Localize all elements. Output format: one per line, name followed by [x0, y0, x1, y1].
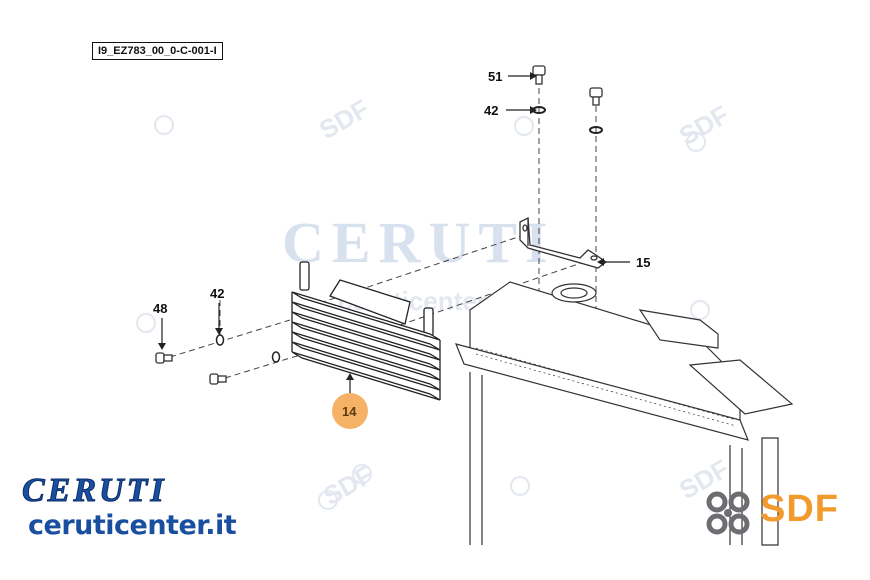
callout-14-highlight[interactable] [332, 393, 368, 429]
cooler-fins [291, 291, 441, 401]
bolt-second [589, 87, 603, 134]
bolt-48 [155, 352, 173, 364]
ceruticenter-website[interactable]: ceruticenter.it [28, 510, 237, 541]
sdf-watermark-group [136, 115, 710, 510]
ceruti-logo: CERUTI [22, 472, 167, 510]
bracket-15 [519, 216, 608, 269]
sdf-logo-icon [706, 491, 750, 535]
callout-arrowheads [158, 72, 604, 380]
callout-15[interactable]: 15 [636, 255, 650, 270]
sdf-watermark-1: SDF [314, 93, 374, 145]
callout-42-top[interactable]: 42 [484, 103, 498, 118]
sdf-logo-text: SDF [760, 488, 839, 530]
radiator-assembly [454, 281, 794, 546]
callout-42-left[interactable]: 42 [210, 286, 224, 301]
bolt-left-second [209, 373, 227, 385]
drawing-reference-code: I9_EZ783_00_0-C-001-I [92, 42, 223, 60]
oil-cooler-14 [291, 261, 441, 401]
washer-42-left [215, 334, 281, 363]
callout-14[interactable]: 14 [342, 404, 357, 419]
bolt-51 [532, 65, 546, 85]
watermark-layer: CERUTI ceruticenter SDF SDF SDF SDF [136, 93, 734, 511]
callout-51[interactable]: 51 [488, 69, 502, 84]
callout-leaders [161, 75, 630, 396]
ceruti-watermark: CERUTI [282, 210, 556, 275]
callout-48[interactable]: 48 [153, 301, 167, 316]
